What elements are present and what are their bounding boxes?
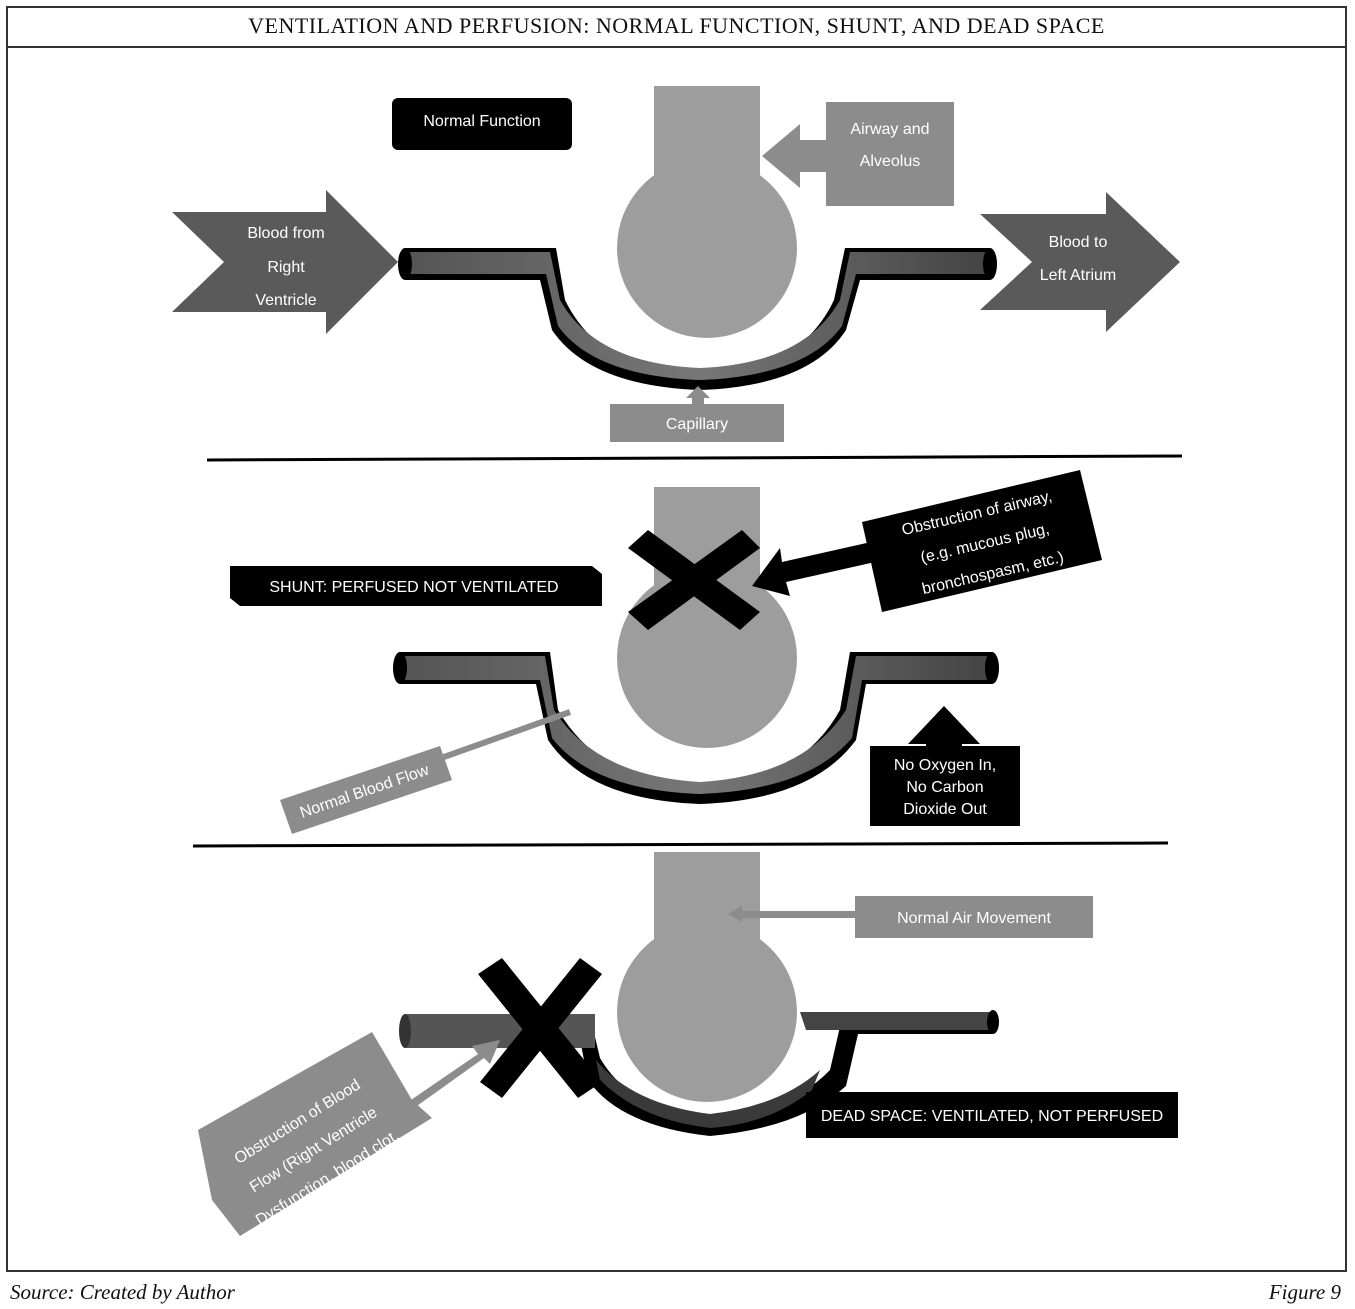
no-exchange-line-2: No Carbon bbox=[906, 779, 983, 796]
normal-air-arrow bbox=[728, 906, 856, 922]
airway-label-line-1: Airway and bbox=[850, 121, 929, 138]
shunt-heading-box bbox=[230, 566, 602, 606]
no-exchange-arrow bbox=[908, 706, 980, 746]
normal-function-label-box bbox=[392, 98, 572, 150]
dead-space-heading: DEAD SPACE: VENTILATED, NOT PERFUSED bbox=[821, 1108, 1163, 1125]
blood-obstruction-box bbox=[198, 1032, 432, 1236]
source-note: Source: Created by Author bbox=[10, 1280, 235, 1304]
no-exchange-line-1: No Oxygen In, bbox=[894, 757, 996, 774]
blood-out-arrow bbox=[980, 192, 1180, 332]
figure-number: Figure 9 bbox=[1268, 1280, 1341, 1304]
alveolus bbox=[617, 158, 797, 338]
capillary-segment bbox=[800, 1012, 994, 1030]
blood-out-line-2: Left Atrium bbox=[1040, 267, 1116, 284]
normal-flow-label-box bbox=[280, 746, 452, 834]
divider-1 bbox=[206, 454, 1183, 462]
blood-obstruction-x bbox=[478, 958, 602, 1098]
airway-obstruction-x bbox=[628, 530, 760, 630]
no-exchange-box bbox=[870, 746, 1020, 826]
blood-in-line-1: Blood from bbox=[247, 225, 324, 242]
normal-air-box bbox=[855, 896, 1093, 938]
capillary-pointer-arrow bbox=[686, 386, 710, 404]
dead-space-heading-box bbox=[806, 1092, 1178, 1138]
airway-label-line-2: Alveolus bbox=[860, 153, 920, 170]
capillary-fill bbox=[410, 252, 986, 380]
no-exchange-line-3: Dioxide Out bbox=[903, 801, 987, 818]
capillary-label: Capillary bbox=[666, 416, 728, 433]
normal-function-label: Normal Function bbox=[423, 113, 540, 130]
panel-shunt: SHUNT: PERFUSED NOT VENTILATED Obstructi… bbox=[230, 470, 1102, 834]
figure-title: VENTILATION AND PERFUSION: NORMAL FUNCTI… bbox=[6, 6, 1347, 48]
blood-obstruction-pointer bbox=[408, 1040, 500, 1108]
airway-label-box bbox=[826, 102, 954, 206]
panel-dead-space: Normal Air Movement DEAD SPACE: VENTILAT… bbox=[198, 852, 1178, 1236]
blood-out-line-1: Blood to bbox=[1049, 234, 1108, 251]
normal-flow-pointer bbox=[428, 709, 572, 765]
alveolus bbox=[617, 922, 797, 1102]
airway-pointer-arrow bbox=[762, 124, 826, 188]
obstruction-label-box bbox=[862, 470, 1102, 612]
capillary-fill bbox=[405, 656, 988, 794]
blood-in-arrow bbox=[172, 190, 398, 334]
obstruction-arrow bbox=[752, 540, 884, 596]
panel-normal-function: Normal Function Airway and Alveolus Bloo… bbox=[172, 86, 1180, 442]
capillary-label-box bbox=[610, 404, 784, 442]
capillary-fill-dark bbox=[596, 1060, 820, 1128]
blood-in-line-3: Ventricle bbox=[255, 292, 316, 309]
shunt-heading: SHUNT: PERFUSED NOT VENTILATED bbox=[269, 579, 558, 596]
normal-air-label: Normal Air Movement bbox=[897, 910, 1051, 927]
divider-2 bbox=[192, 841, 1169, 848]
blood-in-line-2: Right bbox=[267, 259, 305, 276]
